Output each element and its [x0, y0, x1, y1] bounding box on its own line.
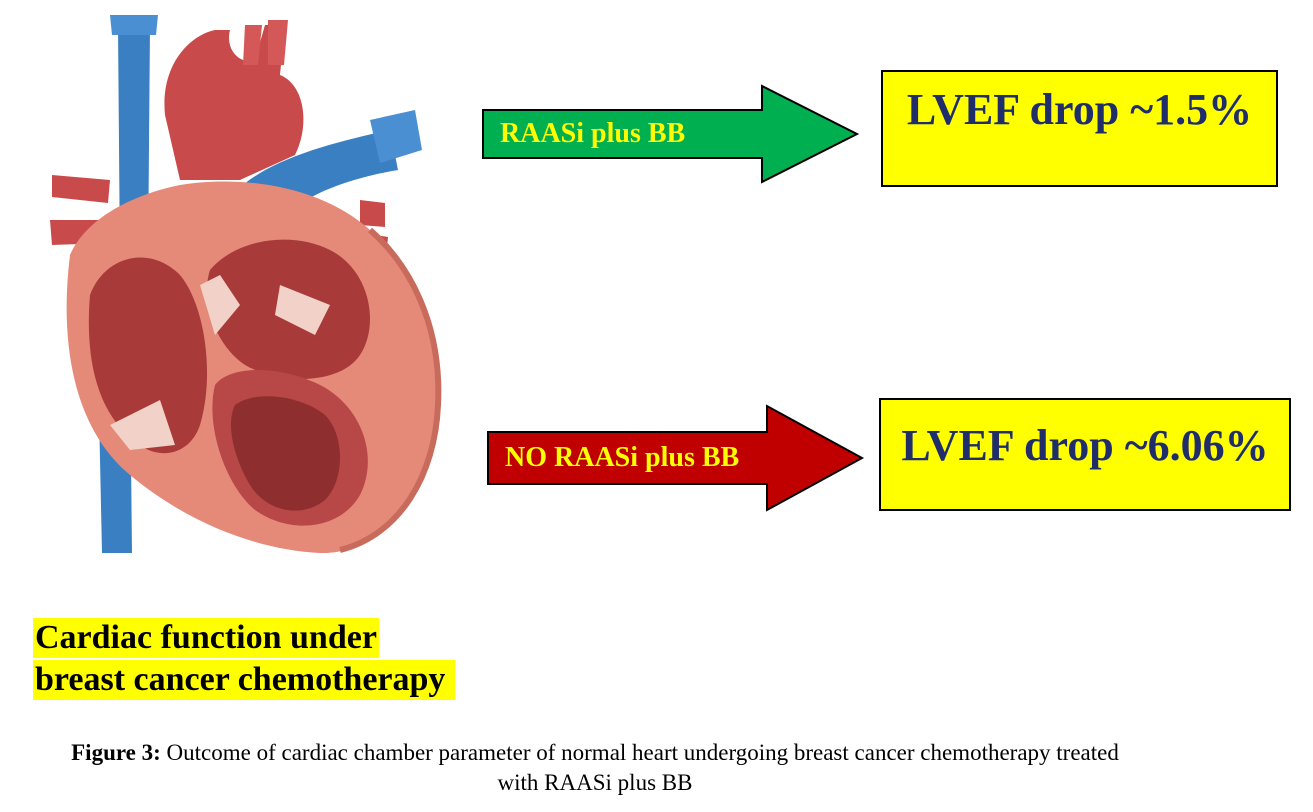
arrow-label: RAASi plus BB [500, 118, 686, 149]
treatment-arrow-raasi: RAASi plus BB [482, 84, 860, 184]
result-text: LVEF drop ~6.06% [901, 421, 1269, 470]
figure-caption-text: Outcome of cardiac chamber parameter of … [160, 740, 1119, 795]
result-box-no-raasi: LVEF drop ~6.06% [879, 398, 1291, 511]
figure-caption: Figure 3: Outcome of cardiac chamber par… [60, 738, 1130, 798]
heart-caption-line1: Cardiac function under [33, 618, 379, 658]
heart-caption-line2: breast cancer chemotherapy [33, 660, 456, 700]
arrow-label: NO RAASi plus BB [505, 442, 740, 473]
heart-illustration [40, 5, 460, 565]
figure-label: Figure 3: [71, 740, 161, 765]
treatment-arrow-no-raasi: NO RAASi plus BB [487, 404, 865, 512]
result-text: LVEF drop ~1.5% [906, 85, 1253, 134]
result-box-raasi: LVEF drop ~1.5% [881, 70, 1278, 187]
